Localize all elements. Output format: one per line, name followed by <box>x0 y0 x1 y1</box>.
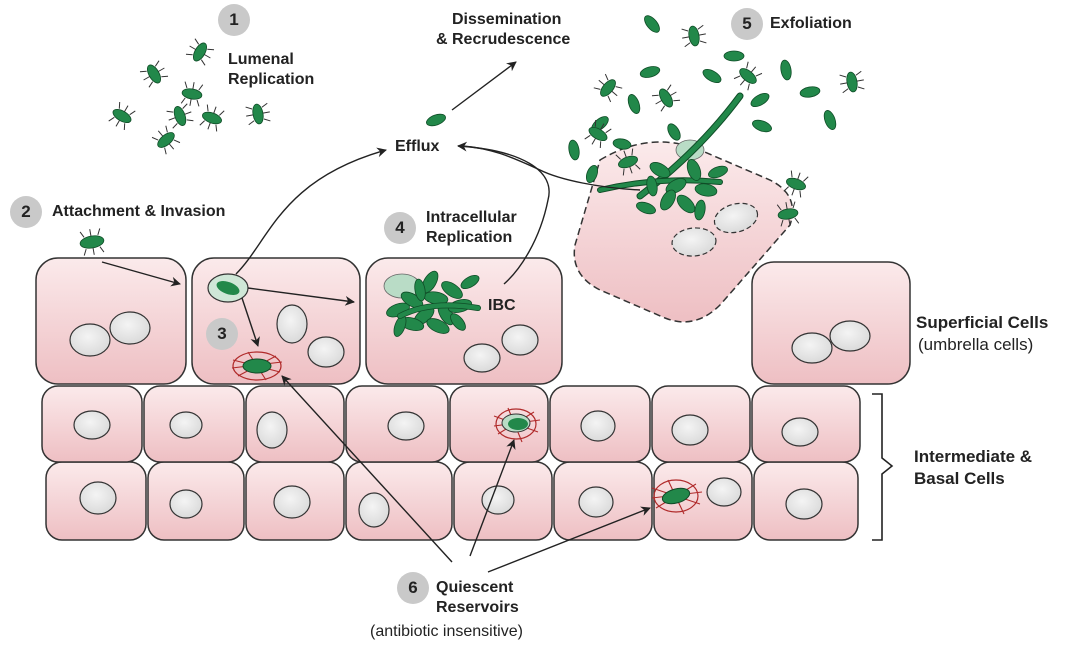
free-bacteria <box>426 15 837 184</box>
step-badge-1: 1 <box>218 4 250 36</box>
step-6-label-line3: (antibiotic insensitive) <box>370 623 523 640</box>
arrow-efflux-left <box>235 147 387 275</box>
nucleus <box>463 343 501 373</box>
nucleus <box>79 481 117 515</box>
quiescent-reservoir <box>651 479 703 515</box>
nucleus <box>307 336 345 368</box>
step-badge-5: 5 <box>731 8 763 40</box>
intermediate-basal-label-line1: Intermediate & <box>914 447 1033 466</box>
nucleus <box>580 410 616 442</box>
arrow-exfoliation-efflux <box>461 145 641 191</box>
nucleus <box>781 417 819 447</box>
step-6-label-line2: Reservoirs <box>436 599 519 616</box>
nucleus <box>273 485 311 519</box>
ibc-label: IBC <box>488 297 516 314</box>
arrow-attach <box>101 261 181 287</box>
intermediate-cell <box>449 385 549 463</box>
efflux-label: Efflux <box>395 138 440 155</box>
lumenal-bacteria <box>79 24 865 256</box>
nucleus <box>671 414 709 446</box>
ibc-cluster <box>383 270 481 337</box>
invaded-vacuole <box>207 273 249 303</box>
quiescent-reservoir <box>493 407 541 443</box>
nucleus <box>829 320 871 352</box>
exfoliation-cluster <box>597 92 744 221</box>
arrows <box>101 61 651 573</box>
superficial-cells-sublabel: (umbrella cells) <box>918 335 1034 354</box>
nucleus <box>785 488 823 520</box>
step-badge-2: 2 <box>10 196 42 228</box>
superficial-cells-label: Superficial Cells <box>916 313 1049 332</box>
step-1-label-line1: Lumenal <box>228 51 294 68</box>
step-badge-3: 3 <box>206 318 238 350</box>
nucleus <box>706 477 742 507</box>
dissemination-label-line2: & Recrudescence <box>436 31 571 48</box>
step-1-label-line2: Replication <box>228 71 315 88</box>
nucleus <box>73 410 111 440</box>
nucleus <box>109 311 151 345</box>
nucleus <box>358 492 390 528</box>
nucleus <box>169 489 203 519</box>
nucleus <box>578 486 614 518</box>
arrow-dissemination <box>451 61 517 111</box>
step-6-label-line1: Quiescent <box>436 579 514 596</box>
nucleus <box>671 227 717 257</box>
step-4-label-line1: Intracellular <box>426 209 517 226</box>
superficial-cell <box>35 257 187 385</box>
nucleus <box>713 202 759 234</box>
arrow-reservoir-1 <box>281 375 453 563</box>
arrow-reservoir-2 <box>469 439 516 557</box>
dissemination-label-line1: Dissemination <box>452 11 562 28</box>
superficial-cell <box>751 261 911 385</box>
nucleus <box>387 411 425 441</box>
nucleus <box>69 323 111 357</box>
step-badge-4: 4 <box>384 212 416 244</box>
intermediate-basal-label-line2: Basal Cells <box>914 469 1005 488</box>
nucleus <box>256 411 288 449</box>
step-5-label: Exfoliation <box>770 15 852 32</box>
arrow-to-reservoir <box>241 297 260 347</box>
nucleus <box>481 485 515 515</box>
nucleus <box>791 332 833 364</box>
nucleus <box>276 304 308 344</box>
arrow-efflux-right <box>457 141 550 285</box>
arrow-reservoir-3 <box>487 506 651 573</box>
step-2-label: Attachment & Invasion <box>52 203 226 220</box>
quiescent-reservoir <box>231 351 283 381</box>
arrow-to-ibc <box>247 287 355 306</box>
nucleus <box>501 324 539 356</box>
nuclei <box>69 304 871 528</box>
intermediate-cell-row <box>41 385 861 463</box>
step-4-label-line2: Replication <box>426 229 513 246</box>
step-badge-6: 6 <box>397 572 429 604</box>
nucleus <box>169 411 203 439</box>
bracket <box>872 393 894 541</box>
